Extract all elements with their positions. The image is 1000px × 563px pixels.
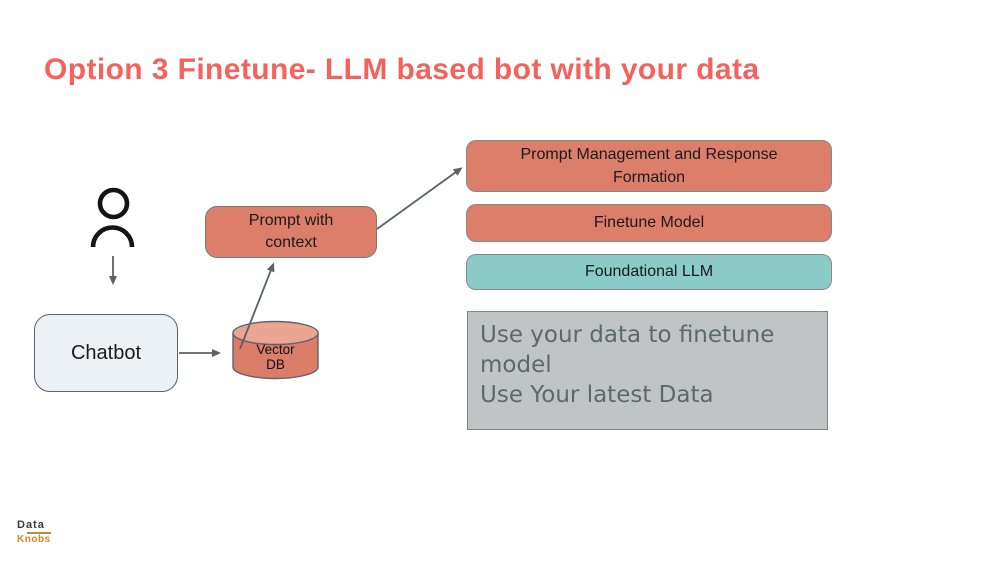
foundational-llm-node: Foundational LLM [466,254,832,290]
prompt-management-label-line2: Formation [612,169,686,186]
prompt-with-context-label-line2: context [265,234,317,251]
arrow-prompt-to-management [376,167,463,230]
data-note-box: Use your data to finetune model Use Your… [467,311,828,430]
prompt-management-node: Prompt Management and Response Formation [466,140,832,192]
foundational-llm-label: Foundational LLM [584,263,714,280]
note-line-2: model [480,352,552,378]
finetune-model-label: Finetune Model [593,214,705,231]
prompt-management-label-line1: Prompt Management and Response [520,146,778,163]
note-line-3: Use Your latest Data [480,382,714,408]
dataknobs-logo: Data Knobs [17,520,51,545]
chatbot-label: Chatbot [70,341,142,364]
logo-data-text: Data [17,519,45,531]
chatbot-node: Chatbot [34,314,178,392]
arrow-vectordb-to-prompt [239,262,275,350]
page-title: Option 3 Finetune- LLM based bot with yo… [44,53,760,86]
note-line-1: Use your data to finetune [480,322,775,348]
prompt-with-context-label-line1: Prompt with [248,212,334,229]
prompt-with-context-node: Prompt with context [205,206,377,258]
logo-underline [27,532,51,534]
user-icon [90,187,135,248]
vector-db-cylinder-icon: Vector DB [232,320,319,380]
finetune-model-node: Finetune Model [466,204,832,242]
vector-db-label-line2: DB [266,357,285,372]
vector-db-label-line1: Vector [256,342,295,357]
logo-knobs-text: Knobs [17,534,51,545]
